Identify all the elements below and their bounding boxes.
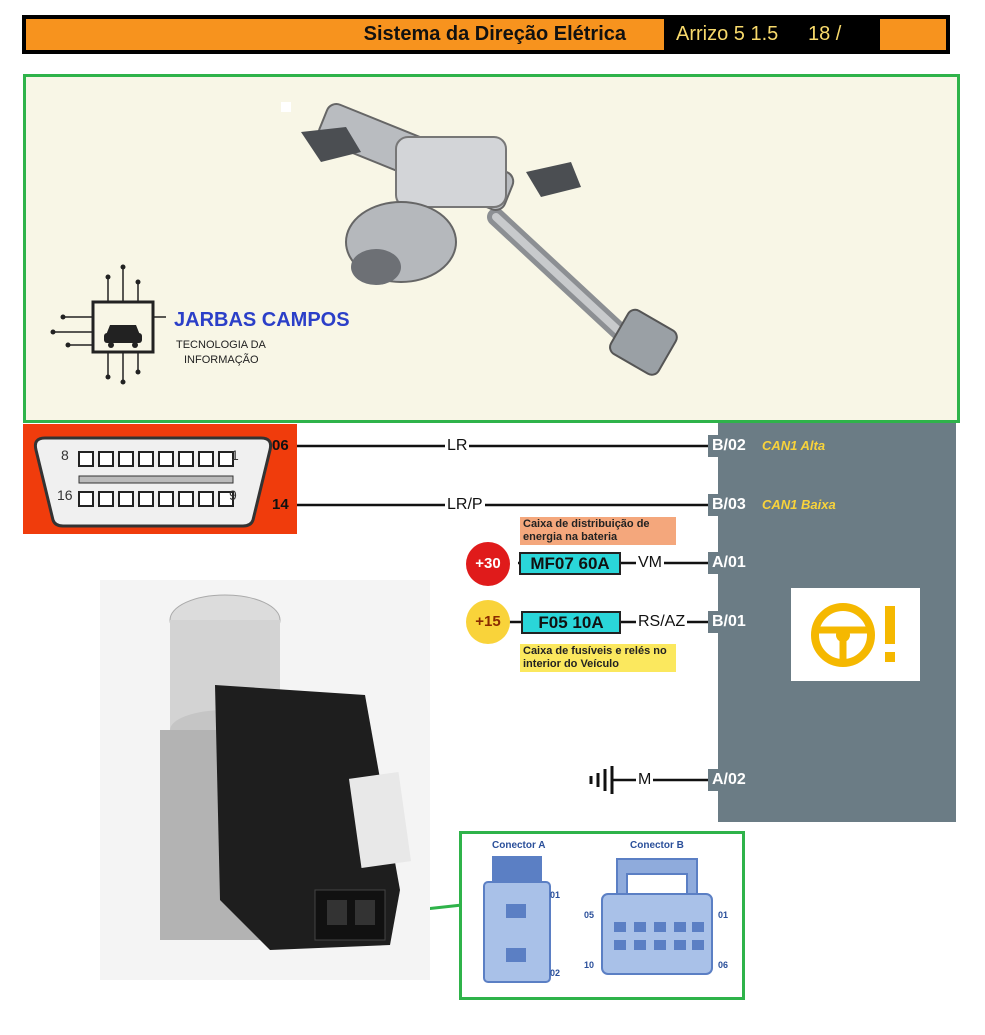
eps-module-photo: [100, 580, 430, 980]
note-fuse-box: Caixa de fusíveis e relés no interior do…: [520, 644, 676, 672]
connector-a-pin-02: 02: [550, 968, 561, 978]
note-battery-box: Caixa de distribuição de energia na bate…: [520, 517, 676, 545]
steering-column-photo-panel: JARBAS CAMPOS TECNOLOGIA DA INFORMAÇÃO: [23, 74, 960, 423]
ground-symbol-icon: [589, 766, 614, 794]
connector-b-pin-10: 10: [584, 960, 595, 970]
connector-b-title: Conector B: [630, 840, 684, 851]
obd-pin-9: 9: [229, 487, 237, 503]
logo-name: JARBAS CAMPOS: [174, 309, 350, 331]
wire-color-vm: VM: [636, 554, 664, 572]
signal-can1-alta: CAN1 Alta: [762, 438, 826, 453]
obd-pin-16: 16: [57, 487, 73, 503]
fuse-mf07: MF07 60A: [519, 552, 621, 575]
connector-b-pin-05: 05: [584, 910, 595, 920]
connector-a-pin-01: 01: [550, 890, 561, 900]
module-pin-b03: B/03: [708, 494, 750, 516]
logo-line2: INFORMAÇÃO: [184, 354, 259, 366]
connector-b-pin-01: 01: [718, 910, 729, 920]
fuse-f05: F05 10A: [521, 611, 621, 634]
logo-line1: TECNOLOGIA DA: [176, 339, 266, 351]
warning-indicator-box: [791, 588, 920, 681]
header-right-bg: [880, 19, 946, 50]
source-plus30: +30: [466, 542, 510, 586]
obd-pin-8: 8: [61, 447, 69, 463]
connector-diagram-icon: [483, 856, 713, 983]
header-title-bg: [26, 19, 664, 50]
vehicle-model: Arrizo 5 1.5: [676, 23, 779, 45]
steering-wheel-warning-icon: [811, 603, 895, 667]
connector-a-title: Conector A: [492, 840, 546, 851]
module-pin-b01: B/01: [708, 611, 750, 633]
module-pin-a02: A/02: [708, 769, 750, 791]
obd-pin-1: 1: [231, 447, 239, 463]
wire-color-lr: LR: [445, 437, 470, 455]
obd-wire-pin-14: 14: [272, 496, 289, 513]
signal-can1-baixa: CAN1 Baixa: [762, 497, 836, 512]
module-pin-a01: A/01: [708, 552, 750, 574]
connector-b-pin-06: 06: [718, 960, 729, 970]
page-number: 18 /: [808, 23, 842, 45]
connector-pinout-panel: Conector A Conector B 01 02 05 01 10 06: [459, 831, 745, 1000]
obd-connector-box: 8 1 16 9: [23, 424, 297, 534]
wire-color-m: M: [636, 771, 654, 789]
obd-connector-icon: [33, 436, 273, 528]
page-title: Sistema da Direção Elétrica: [363, 23, 626, 45]
wire-color-rs-az: RS/AZ: [636, 613, 688, 631]
wire-color-lr-p: LR/P: [445, 496, 485, 514]
obd-wire-pin-06: 06: [272, 437, 289, 454]
source-plus15: +15: [466, 600, 510, 644]
module-pin-b02: B/02: [708, 435, 750, 457]
logo-circuit-icon: [50, 264, 166, 385]
steering-column-illustration: [281, 102, 678, 376]
